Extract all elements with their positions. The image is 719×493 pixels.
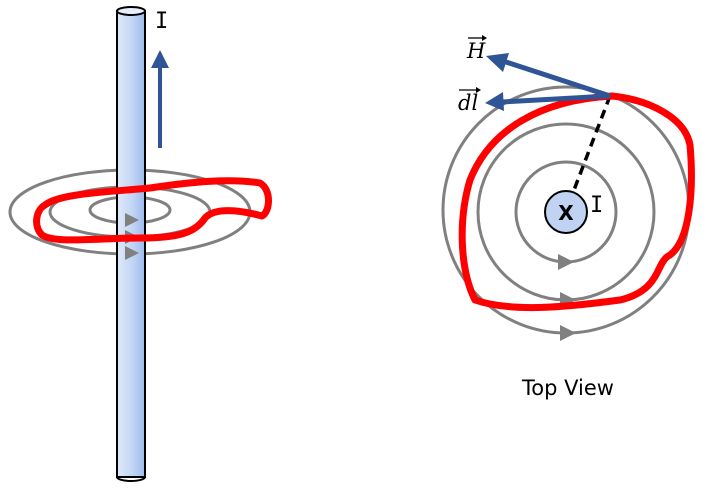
- top-field-direction-arrows: [558, 254, 576, 341]
- h-overarrow-head: [482, 35, 487, 41]
- h-vector-label: H: [466, 39, 486, 63]
- side-view: I: [8, 6, 272, 482]
- radius-dashed-line: [572, 95, 612, 191]
- side-field-arrow-outer: [125, 246, 139, 260]
- dl-vector-label-group: dl: [458, 87, 481, 115]
- top-amperian-loop: [458, 92, 695, 312]
- wire-body: [116, 10, 146, 478]
- dl-vector-label: dl: [458, 91, 478, 115]
- h-vector-label-group: H: [466, 35, 487, 63]
- side-amperian-loop: [33, 177, 272, 244]
- h-vector-head: [486, 53, 509, 72]
- top-view: X I H dl Top View: [441, 35, 695, 400]
- wire-cross-section: [544, 190, 588, 234]
- dl-overarrow-head: [476, 87, 481, 93]
- into-page-symbol: X: [558, 201, 574, 225]
- wire-top-cap: [116, 6, 146, 16]
- top-field-arrow-outer: [560, 325, 576, 341]
- h-vector: [499, 57, 611, 99]
- wire-bottom-cap: [116, 476, 146, 482]
- top-field-arrow-inner: [558, 254, 574, 270]
- dl-vector: [501, 93, 611, 105]
- top-current-label: I: [590, 193, 603, 218]
- side-field-arrow-inner: [125, 213, 139, 227]
- dl-vector-head: [485, 92, 504, 111]
- top-view-caption: Top View: [521, 376, 614, 400]
- side-current-label: I: [155, 9, 168, 34]
- current-arrow-head: [151, 50, 169, 68]
- current-wire: [116, 6, 146, 482]
